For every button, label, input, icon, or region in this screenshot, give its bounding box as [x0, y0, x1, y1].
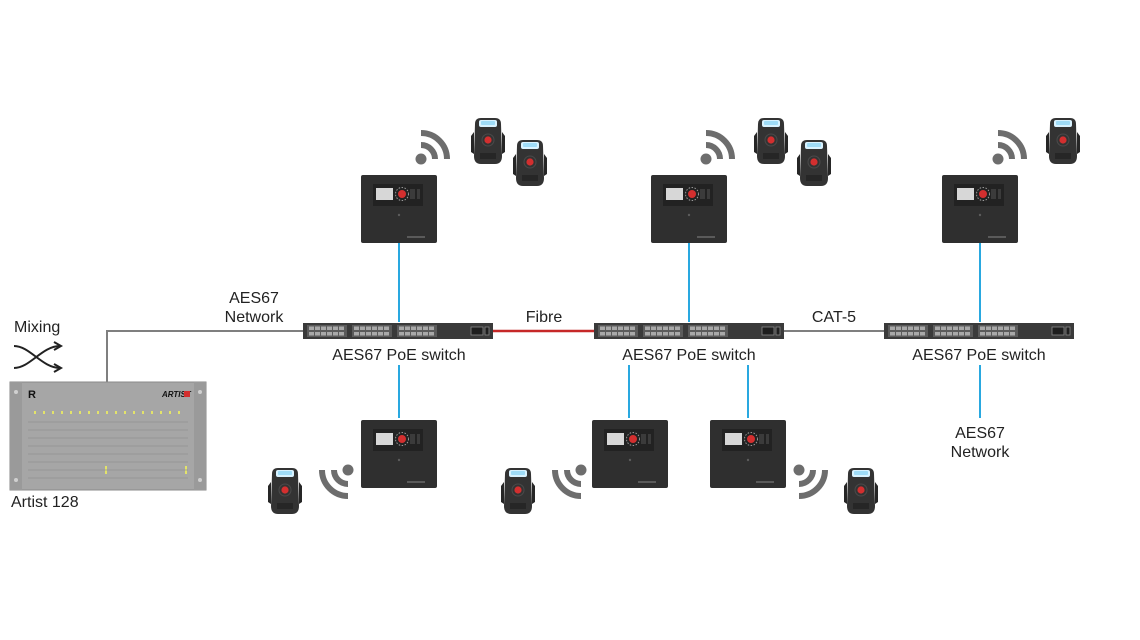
wifi-signal-icon: [794, 465, 826, 497]
switch-label-2: AES67 PoE switch: [622, 347, 756, 364]
antenna-icon: [360, 174, 438, 244]
beltpack-icon: [512, 139, 548, 187]
artist-logo: ARTIST: [161, 390, 192, 399]
aes67-network-left-line-2: Network: [224, 309, 284, 326]
beltpack-icon: [753, 117, 789, 165]
antenna-icon: [650, 174, 728, 244]
mixing-label: Mixing: [14, 319, 61, 336]
antenna-icon: [591, 419, 669, 489]
artist-logo-mark: R: [28, 389, 36, 401]
switch-label-3: AES67 PoE switch: [912, 347, 1046, 364]
beltpack-icon: [796, 139, 832, 187]
artist-module-rows: [28, 421, 188, 479]
network-switch-icon: [593, 322, 785, 340]
artist-128-label: Artist 128: [11, 494, 79, 511]
antenna-icon: [709, 419, 787, 489]
poe-drop-cables: [398, 243, 981, 418]
antenna-icon: [360, 419, 438, 489]
beltpack-icon: [500, 467, 536, 515]
network-switch-icon: [883, 322, 1075, 340]
crossfade-arrows-icon: [13, 341, 64, 373]
artist-128-frame: R ARTIST: [9, 381, 207, 491]
aes67-network-right-line-2: Network: [950, 444, 1010, 461]
beltpack-icon: [470, 117, 506, 165]
beltpack-icon: [267, 467, 303, 515]
network-cables: [106, 329, 884, 382]
wifi-signal-icon: [322, 465, 354, 497]
beltpack-icon: [843, 467, 879, 515]
aes67-network-left-line-1: AES67: [229, 290, 279, 307]
beltpack-icon: [1045, 117, 1081, 165]
wifi-signal-icon: [993, 133, 1025, 165]
antenna-icon: [941, 174, 1019, 244]
aes67-network-right-line-1: AES67: [955, 425, 1005, 442]
wifi-signal-icon: [416, 133, 448, 165]
wifi-signal-icon: [555, 465, 587, 497]
fibre-label: Fibre: [525, 309, 563, 326]
switch-label-1: AES67 PoE switch: [332, 347, 466, 364]
wifi-signal-icon: [701, 133, 733, 165]
cat5-label: CAT-5: [811, 309, 857, 326]
aes67-network-cable-left: [106, 330, 303, 382]
network-switch-icon: [302, 322, 494, 340]
